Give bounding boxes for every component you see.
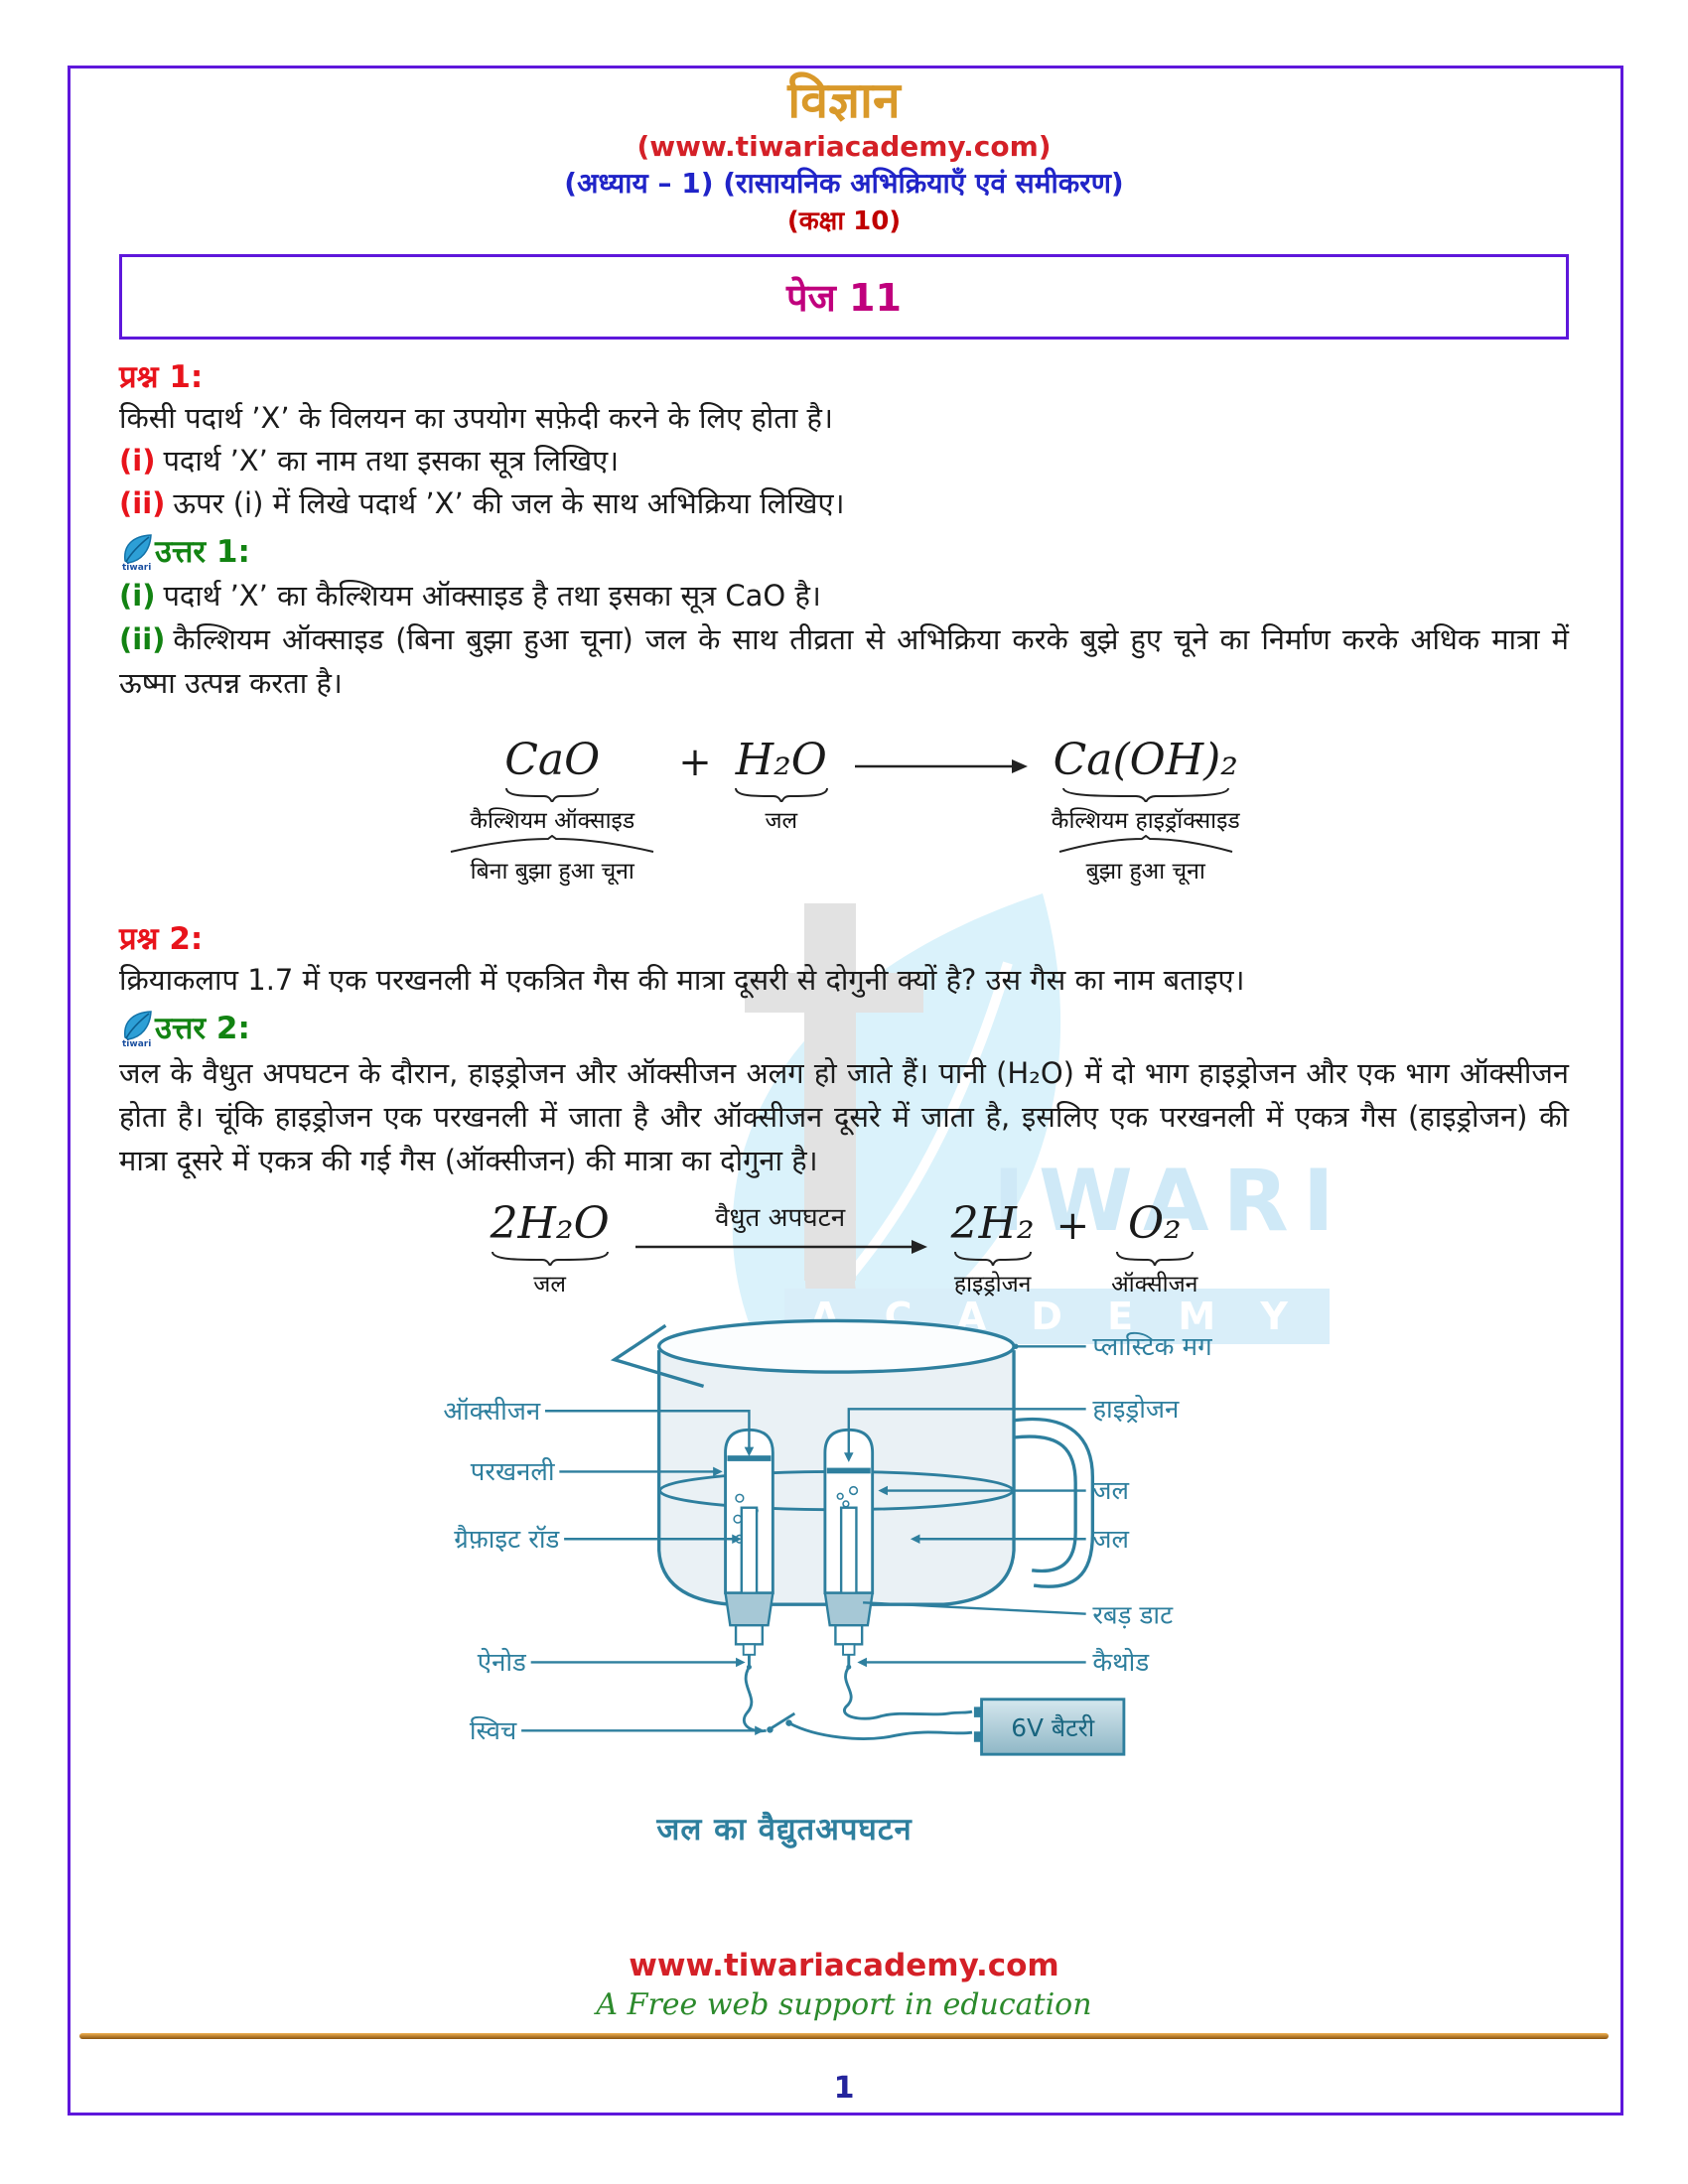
item-number: (ii) [119,486,166,520]
species-label: कैल्शियम ऑक्साइड [470,808,635,834]
item-number: (ii) [119,622,166,656]
underbrace [505,787,600,802]
battery-box [980,1698,1126,1756]
plus-sign: + [678,740,712,785]
svg-text:tiwari: tiwari [122,1039,151,1047]
item-number: (i) [119,579,156,613]
species-caoh2: Ca(OH)₂ कैल्शियम हाइड्रॉक्साइड बुझा हुआ … [1052,735,1240,886]
species-2h2o: 2H₂O जल [491,1198,610,1298]
header-site-link[interactable]: (www.tiwariacademy.com) [636,130,1052,163]
overbrace [451,835,654,853]
label-rubber-stopper: रबड़ डाट [1092,1600,1174,1630]
label-switch: स्विच [470,1715,517,1746]
formula-cao: CaO [504,735,601,785]
reaction-arrow-labeled: वैधुत अपघटन [632,1198,929,1258]
question-1-item-ii: (ii)ऊपर (i) में लिखे पदार्थ ’X’ की जल के… [119,482,1569,525]
species-sublabel: बुझा हुआ चूना [1085,859,1205,885]
answer-2-header: tiwari उत्तर 2: [119,1008,1569,1047]
tiwari-leaf-icon: tiwari [122,1011,152,1047]
question-2-text: क्रियाकलाप 1.7 में एक परखनली में एकत्रित… [119,963,1245,997]
question-1-intro: किसी पदार्थ ’X’ के विलयन का उपयोग सफ़ेदी… [119,401,833,435]
equation-electrolysis: 2H₂O जल वैधुत अपघटन 2H₂ हाइड्रोजन [119,1198,1569,1298]
graphite-rod-left [740,1506,759,1596]
label-oxygen: ऑक्सीजन [443,1396,541,1427]
species-o2: O₂ ऑक्सीजन [1111,1198,1197,1298]
graphite-rod-right [839,1506,858,1596]
chapter-line: (अध्याय – 1) (रासायनिक अभिक्रियाएँ एवं स… [564,167,1124,200]
question-1-label: प्रश्न 1: [119,359,204,395]
underbrace [1061,787,1229,802]
diagram-caption: जल का वैद्युतअपघटन [656,1812,913,1847]
page-number: 1 [833,2071,855,2106]
item-text: पदार्थ ’X’ का नाम तथा इसका सूत्र लिखिए। [163,444,620,478]
arrow-condition-label: वैधुत अपघटन [715,1203,846,1233]
label-graphite-rod: ग्रैफ़ाइट रॉड [454,1524,560,1555]
rubber-stopper-right [823,1591,875,1627]
species-label: कैल्शियम हाइड्रॉक्साइड [1051,808,1240,834]
species-label: हाइड्रोजन [953,1272,1032,1297]
underbrace [1115,1251,1194,1266]
formula-h2o: H₂O [735,735,827,785]
species-2h2: 2H₂ हाइड्रोजन [951,1198,1035,1298]
wire-right [842,1654,973,1720]
overbrace [1058,835,1233,853]
plus-sign: + [1055,1203,1090,1249]
formula-caoh2: Ca(OH)₂ [1053,735,1238,785]
class-line: (कक्षा 10) [786,206,902,236]
answer-1-header: tiwari उत्तर 1: [119,531,1569,571]
question-2-label: प्रश्न 2: [119,921,204,957]
item-text: ऊपर (i) में लिखे पदार्थ ’X’ की जल के साथ… [173,486,845,520]
label-hydrogen: हाइड्रोजन [1092,1394,1180,1425]
answer-2-label: उत्तर 2: [155,1011,250,1046]
underbrace [491,1251,609,1266]
formula-o2: O₂ [1127,1198,1182,1249]
page-number-box: पेज 11 [119,254,1569,340]
item-number: (i) [119,444,156,478]
formula-2h2o: 2H₂O [490,1198,610,1249]
answer-1-item-ii: (ii)कैल्शियम ऑक्साइड (बिना बुझा हुआ चूना… [119,617,1569,705]
mug-handle [1013,1417,1095,1588]
watermark-brand-text: IWARI [993,1152,1348,1251]
battery-label: 6V बैटरी [1011,1713,1095,1742]
question-1-item-i: (i)पदार्थ ’X’ का नाम तथा इसका सूत्र लिखि… [119,440,1569,482]
svg-text:tiwari: tiwari [122,563,151,571]
beaker-rim [656,1318,1016,1374]
answer-1-item-i: (i)पदार्थ ’X’ का कैल्शियम ऑक्साइड है तथा… [119,575,1569,617]
species-label: जल [533,1272,566,1297]
footer-site-link[interactable]: www.tiwariacademy.com [629,1948,1059,1983]
species-cao: CaO कैल्शियम ऑक्साइड बिना बुझा हुआ चूना [448,735,656,886]
species-h2o: H₂O जल [734,735,829,835]
gas-level-right [826,1467,871,1474]
answer-2-text: जल के वैधुत अपघटन के दौरान, हाइड्रोजन और… [119,1056,1569,1177]
formula-2h2: 2H₂ [950,1198,1035,1249]
label-anode: ऐनोड [478,1647,527,1678]
species-label: ऑक्सीजन [1111,1272,1198,1297]
reaction-arrow [851,735,1030,792]
species-label: जल [765,808,798,834]
footer-tagline: A Free web support in education [596,1987,1092,2022]
answer-1-label: उत्तर 1: [155,534,250,570]
label-water-2: जल [1092,1525,1129,1555]
label-plastic-mug: प्लास्टिक मग [1092,1331,1212,1362]
switch-lever [771,1711,796,1729]
footer-divider [79,2033,1609,2039]
page-title: विज्ञान [787,71,901,129]
item-text: कैल्शियम ऑक्साइड (बिना बुझा हुआ चूना) जल… [119,622,1569,700]
rubber-stopper-left [724,1591,774,1627]
underbrace [953,1251,1032,1266]
page-box-label: पेज 11 [786,276,902,320]
electrolysis-diagram: 6V बैटरी [417,1308,1271,1849]
label-test-tube: परखनली [471,1456,556,1487]
underbrace [734,787,828,802]
label-cathode: कैथोड [1092,1647,1150,1678]
gas-level-left [727,1455,772,1461]
equation-cao-water: CaO कैल्शियम ऑक्साइड बिना बुझा हुआ चूना … [119,735,1569,886]
species-sublabel: बिना बुझा हुआ चूना [470,859,634,885]
item-text: पदार्थ ’X’ का कैल्शियम ऑक्साइड है तथा इस… [163,579,821,613]
label-water-1: जल [1092,1476,1129,1506]
beaker-spout [610,1323,705,1389]
tiwari-leaf-icon: tiwari [122,534,152,571]
